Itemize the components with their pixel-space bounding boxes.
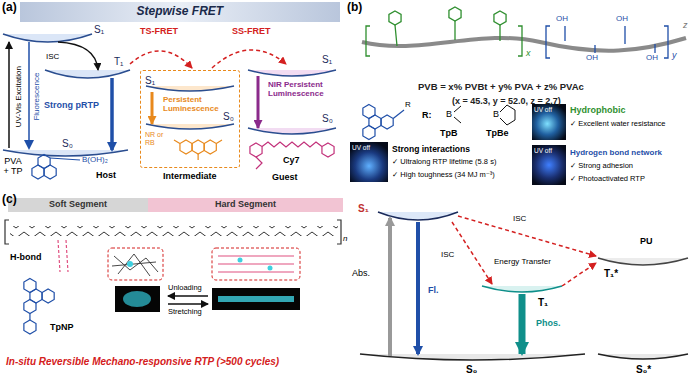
label-text: S₁ xyxy=(94,24,104,36)
label-text: S₀ xyxy=(322,113,333,125)
label-text: PU xyxy=(640,236,653,246)
photo-tile: UV off xyxy=(532,104,566,140)
label-text: (a) xyxy=(2,1,17,15)
segment-band: Soft Segment xyxy=(8,198,148,212)
label-text: T₁ xyxy=(538,297,548,309)
header-band: Stepwise FRET xyxy=(20,2,340,22)
label-text: ✓ Photoactivated RTP xyxy=(570,175,645,184)
label-text: OH xyxy=(556,14,568,23)
label-text: PVA + TP xyxy=(1,156,25,177)
label-text: z xyxy=(683,20,688,30)
label-text: (b) xyxy=(347,1,362,15)
label-text: (x = 45.3, y = 52.0, z = 2.7) xyxy=(452,96,561,106)
dashed-box: S₁S₀Persistent LuminescenceNR or RBInter… xyxy=(140,70,240,168)
label-text: R: xyxy=(422,110,432,120)
label-text: Abs. xyxy=(352,268,370,278)
label-text: TpNP xyxy=(50,322,74,332)
photo-tile: UV off xyxy=(350,142,388,182)
label-text: (c) xyxy=(2,193,17,207)
photo-tile: UV off xyxy=(532,145,566,185)
label-text: y xyxy=(672,50,677,60)
label-text: R xyxy=(405,100,411,109)
label-text: x xyxy=(526,48,531,58)
node-text: UV off xyxy=(534,106,552,113)
node-text: Soft Segment xyxy=(49,199,107,209)
label-text: B xyxy=(446,109,452,119)
label-text: Hydrogen bond network xyxy=(570,148,662,157)
label-text: Strong pRTP xyxy=(44,100,99,110)
node-text: S₁ xyxy=(145,75,155,87)
segment-band: Hard Segment xyxy=(148,198,343,212)
label-text: H-bond xyxy=(10,252,42,262)
label-text: Hydrophobic xyxy=(570,105,626,115)
node-text: Intermediate xyxy=(163,171,217,181)
node-text: Stepwise FRET xyxy=(137,5,224,19)
label-text: Unloading xyxy=(168,284,202,293)
label-text: Cy7 xyxy=(283,155,300,165)
label-text: S₀ xyxy=(62,138,73,150)
node-text: UV off xyxy=(534,147,552,154)
label-text: S₁ xyxy=(358,203,369,215)
label-text: ISC xyxy=(441,250,454,259)
label-text: S₁ xyxy=(322,54,332,66)
label-text: B xyxy=(493,109,499,119)
label-text: Stretching xyxy=(168,308,202,317)
label-text: TS-FRET xyxy=(140,26,178,36)
label-text: Strong interactions xyxy=(392,145,470,155)
label-text: In-situ Reversible Mechano-responsive RT… xyxy=(6,356,279,368)
label-text: Energy Transfer xyxy=(494,257,551,266)
label-text: ✓ Excellent water resistance xyxy=(570,120,666,129)
label-text: ✓ High toughness (34 MJ m⁻³) xyxy=(392,171,495,180)
label-text: TpBe xyxy=(486,128,509,138)
label-text: S₀* xyxy=(636,364,651,376)
label-text: B(OH)₂ xyxy=(82,155,108,164)
node-text: NR or RB xyxy=(145,131,169,147)
label-text: ISC xyxy=(46,52,59,61)
label-text: SS-FRET xyxy=(232,26,271,36)
label-text: Guest xyxy=(272,172,298,182)
label-text: T₁* xyxy=(604,268,618,280)
label-text: Fluorescence xyxy=(32,72,41,120)
label-text: PVB = x% PVBt + y% PVA + z% PVAc xyxy=(418,82,584,93)
label-text: S₀ xyxy=(466,364,477,376)
node-text: UV off xyxy=(352,144,370,151)
node-text: Persistent Luminescence xyxy=(163,95,221,113)
label-text: NIR Persistent Luminescence xyxy=(268,80,334,98)
label-text: OH xyxy=(586,53,598,62)
label-text: ✓ Ultralong RTP lifetime (5.8 s) xyxy=(392,158,496,167)
label-text: Host xyxy=(96,170,116,180)
node-text: S₀ xyxy=(223,111,234,123)
label-text: n xyxy=(343,234,347,243)
label-text: OH xyxy=(616,14,628,23)
label-text: ISC xyxy=(513,214,526,223)
label-text: Phos. xyxy=(536,318,561,328)
label-text: OH xyxy=(646,53,658,62)
label-text: UV-Vis Excitation xyxy=(14,65,23,126)
label-text: Fl. xyxy=(428,285,439,295)
label-text: T₁ xyxy=(114,56,123,68)
label-text: TpB xyxy=(440,128,458,138)
node-text: Hard Segment xyxy=(215,199,276,209)
label-text: ✓ Strong adhesion xyxy=(570,162,633,171)
